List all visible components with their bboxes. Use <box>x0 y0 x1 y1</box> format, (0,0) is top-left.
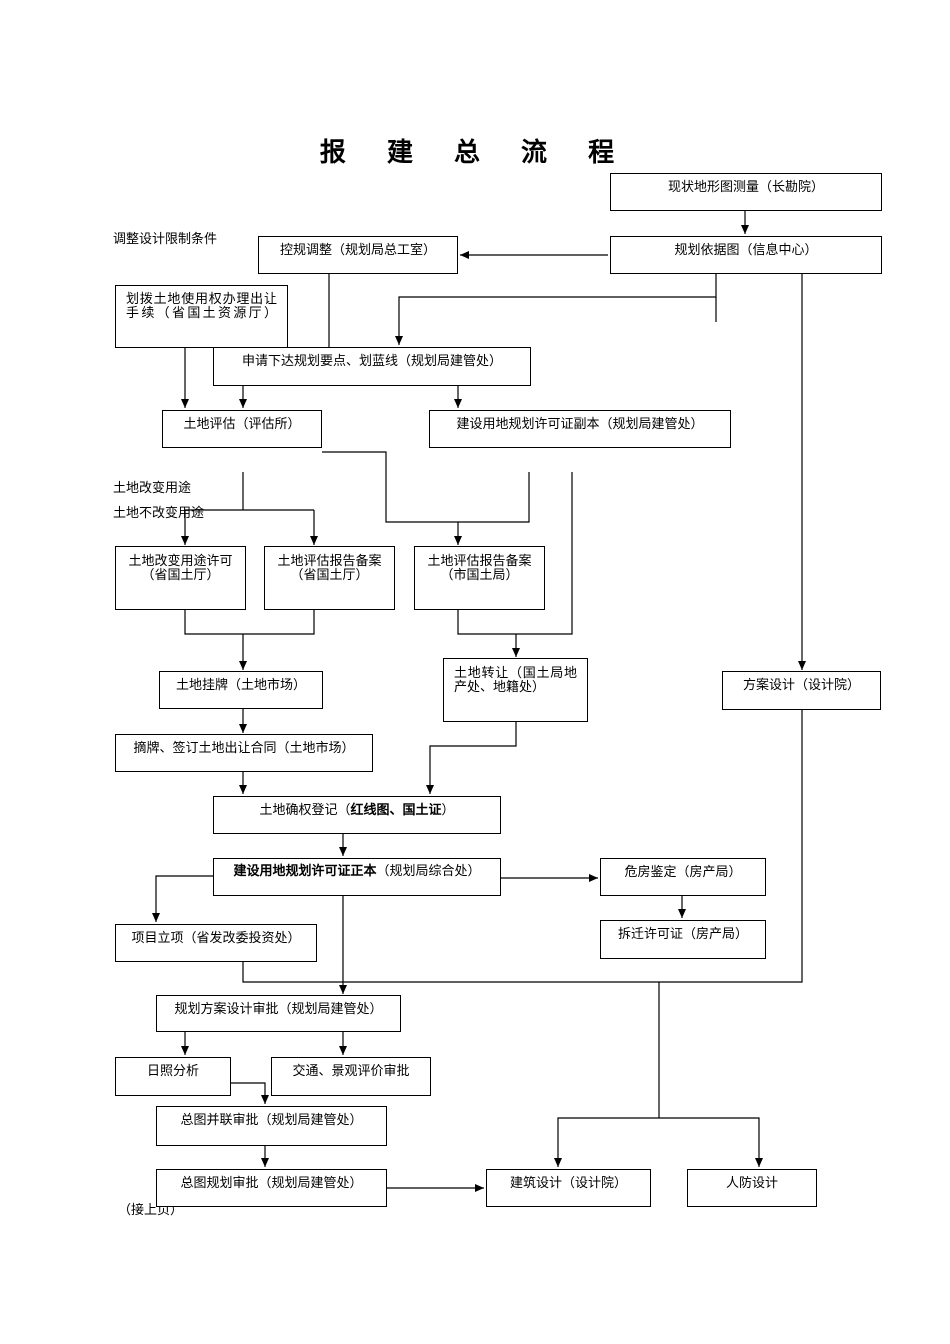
join-province-boxes <box>184 609 315 635</box>
arrow-transfer-to-registration <box>426 721 517 794</box>
note-adjust-conditions: 调整设计限制条件 <box>113 232 218 247</box>
registration-prefix: 土地确权登记（ <box>259 803 351 818</box>
box-regulatory-adjustment: 控规调整（规划局总工室） <box>258 236 458 274</box>
box-planning-basis-map: 规划依据图（信息中心） <box>610 236 882 274</box>
arrow-sunlight-to-joint <box>230 1082 269 1104</box>
box-civil-defense-design: 人防设计 <box>687 1169 817 1207</box>
registration-suffix: ） <box>441 803 455 818</box>
box-architectural-design: 建筑设计（设计院） <box>486 1169 651 1207</box>
page-title: 报 建 总 流 程 <box>319 138 631 168</box>
box-land-allocation-transfer: 划拨土地使用权办理出让手续（省国土资源厅） <box>115 285 288 348</box>
permit-copy-join <box>458 472 530 523</box>
box-planning-scheme-approval: 规划方案设计审批（规划局建管处） <box>156 995 401 1032</box>
box-project-approval: 项目立项（省发改委投资处） <box>115 924 317 962</box>
box-dangerous-house-appraisal: 危房鉴定（房产局） <box>600 858 766 896</box>
box-master-plan-joint-review: 总图并联审批（规划局建管处） <box>156 1106 387 1146</box>
arrow-join-to-arch <box>554 1117 659 1167</box>
box-delist-sign-contract: 摘牌、签订土地出让合同（土地市场） <box>115 734 373 772</box>
box-land-appraisal: 土地评估（评估所） <box>162 410 322 448</box>
box-land-use-permit-copy: 建设用地规划许可证副本（规划局建管处） <box>429 410 731 448</box>
box-scheme-design: 方案设计（设计院） <box>722 671 881 710</box>
arrow-basis-to-points <box>395 273 717 345</box>
box-master-plan-approval: 总图规划审批（规划局建管处） <box>156 1169 387 1207</box>
box-land-use-permit-original: 建设用地规划许可证正本（规划局综合处） <box>213 858 501 896</box>
box-planning-points-blue-line: 申请下达规划要点、划蓝线（规划局建管处） <box>213 347 531 386</box>
box-land-rights-registration: 土地确权登记（红线图、国土证） <box>213 796 501 834</box>
registration-bold: 红线图、国土证 <box>350 803 442 818</box>
project-to-design-line <box>242 709 803 983</box>
permit-original-normal: （规划局综合处） <box>376 864 481 879</box>
box-traffic-landscape-review: 交通、景观评价审批 <box>271 1057 431 1096</box>
arrow-appraisal-to-filing-city <box>322 451 462 545</box>
box-land-use-change-permit: 土地改变用途许可（省国土厅） <box>115 546 246 610</box>
arrow-join-to-defense <box>659 1117 763 1167</box>
arrow-permit-to-project <box>152 875 213 922</box>
permit-original-bold: 建设用地规划许可证正本 <box>233 864 377 879</box>
box-demolition-permit: 拆迁许可证（房产局） <box>600 920 766 959</box>
join-city-filing <box>457 472 573 635</box>
box-appraisal-filing-province: 土地评估报告备案（省国土厅） <box>264 546 395 610</box>
box-appraisal-filing-city: 土地评估报告备案（市国土局） <box>414 546 545 610</box>
box-land-listing: 土地挂牌（土地市场） <box>159 671 323 709</box>
note-land-use-change: 土地改变用途 <box>113 481 192 496</box>
box-land-transfer: 土地转让（国土局地产处、地籍处） <box>443 658 588 722</box>
box-topo-survey: 现状地形图测量（长勘院） <box>610 173 882 211</box>
box-sunlight-analysis: 日照分析 <box>115 1057 231 1096</box>
note-land-use-no-change: 土地不改变用途 <box>113 506 205 521</box>
